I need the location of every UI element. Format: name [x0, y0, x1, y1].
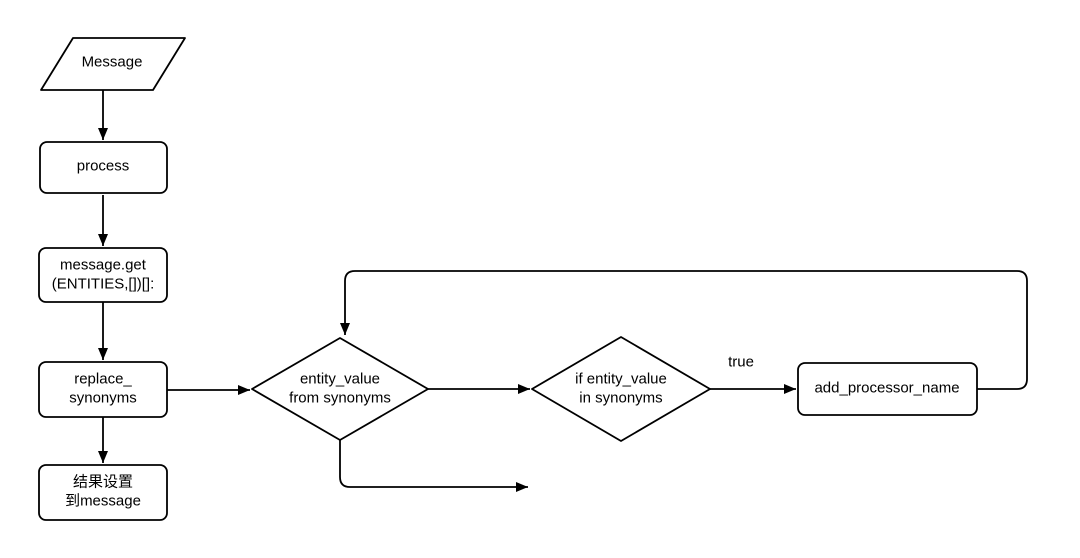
- entity-value-from-synonyms-decision: [251, 337, 429, 441]
- replace-synonyms-node: [38, 361, 168, 418]
- edge-decision1-bottom-exit: [339, 440, 528, 492]
- add-processor-name-node: [797, 362, 978, 416]
- result-to-message-node: [38, 464, 168, 521]
- if-entity-value-in-synonyms-decision: [531, 336, 711, 442]
- message-get-node: [38, 247, 168, 303]
- edge-add-processor-loop-to-decision1: [340, 270, 1028, 390]
- process-node: [39, 141, 168, 194]
- message-node: [40, 37, 186, 91]
